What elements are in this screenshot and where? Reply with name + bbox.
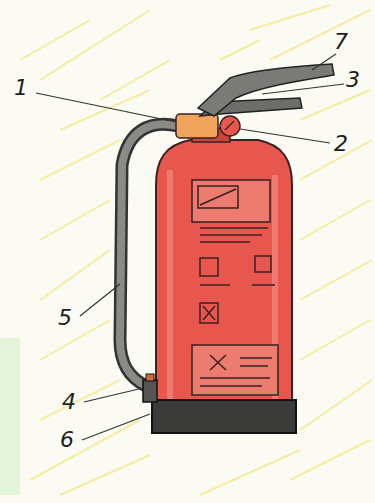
pressure-gauge bbox=[220, 116, 240, 136]
yellow-hatching bbox=[20, 5, 372, 495]
leader-lines bbox=[36, 54, 344, 440]
nozzle bbox=[143, 380, 157, 402]
gauge-needle bbox=[225, 121, 234, 130]
nozzle-tip bbox=[146, 374, 154, 381]
callout-number: 1 bbox=[14, 76, 28, 100]
callout-number: 2 bbox=[334, 132, 348, 156]
base bbox=[152, 400, 296, 433]
callout-number: 7 bbox=[334, 30, 348, 54]
cylinder-labels bbox=[192, 180, 278, 395]
valve bbox=[176, 114, 218, 138]
lever bbox=[198, 64, 334, 116]
callout-number: 6 bbox=[60, 428, 74, 452]
callout-number: 3 bbox=[346, 68, 360, 92]
cylinder bbox=[156, 140, 292, 425]
green-strip bbox=[0, 338, 20, 495]
callout-number: 5 bbox=[58, 306, 72, 330]
callout-number: 4 bbox=[62, 390, 76, 414]
